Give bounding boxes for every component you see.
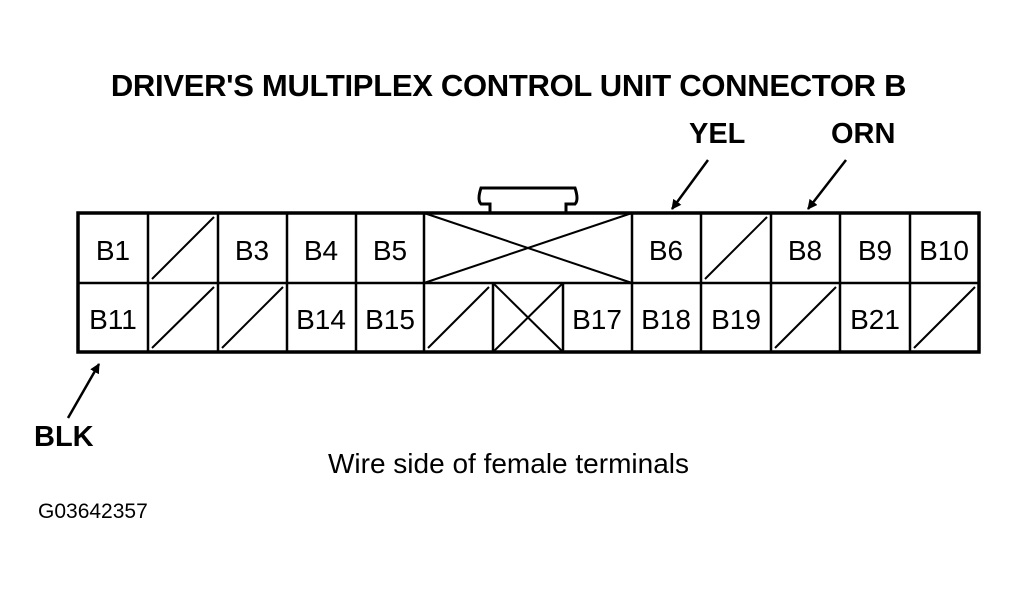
terminal-b8: B8: [788, 235, 822, 266]
terminal-b15: B15: [365, 304, 415, 335]
yel-wire-label: YEL: [689, 118, 746, 150]
terminal-b6: B6: [649, 235, 683, 266]
terminal-b11: B11: [89, 304, 137, 335]
row1-dividers: [146, 213, 912, 283]
orn-arrow: [807, 159, 847, 210]
diagram-title: DRIVER'S MULTIPLEX CONTROL UNIT CONNECTO…: [110, 68, 907, 103]
terminal-b10: B10: [919, 235, 969, 266]
diagram-caption: Wire side of female terminals: [327, 448, 689, 479]
terminal-b14: B14: [296, 304, 346, 335]
figure-id: G03642357: [38, 500, 148, 523]
connector-lock-tab: [477, 186, 579, 213]
terminal-b19: B19: [711, 304, 761, 335]
blk-arrow: [66, 363, 101, 419]
terminal-b17: B17: [572, 304, 622, 335]
terminal-b4: B4: [304, 235, 338, 266]
blocked-cavity-marks: [423, 212, 633, 353]
blk-wire-label: BLK: [34, 421, 94, 453]
empty-cavity-marks: [151, 216, 976, 349]
yel-arrow: [670, 159, 710, 210]
row2-dividers: [146, 283, 912, 352]
terminal-b3: B3: [235, 235, 269, 266]
orn-wire-label: ORN: [831, 118, 896, 150]
terminal-b21: B21: [850, 304, 900, 335]
terminal-b5: B5: [373, 235, 407, 266]
terminal-b9: B9: [858, 235, 892, 266]
terminal-b1: B1: [96, 235, 130, 266]
terminal-b18: B18: [641, 304, 691, 335]
